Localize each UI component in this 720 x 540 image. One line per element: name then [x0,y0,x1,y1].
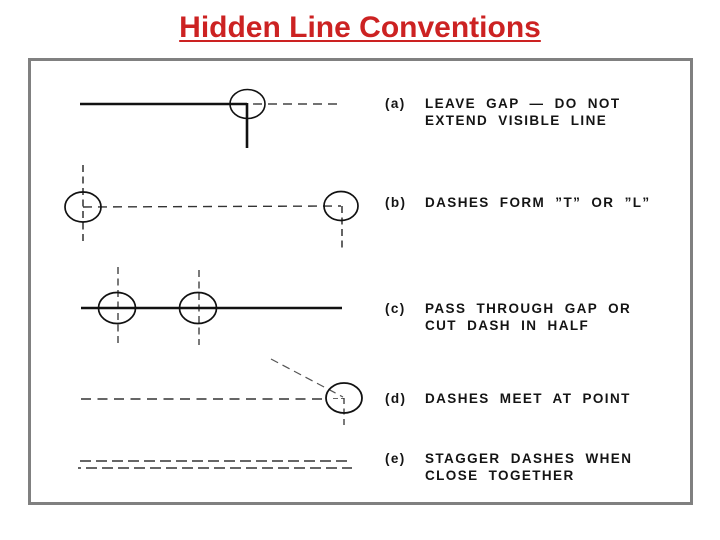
caption-c-line2: CUT DASH IN HALF [425,318,590,333]
caption-d-label: (d) [385,391,407,406]
caption-a-line1: LEAVE GAP — DO NOT [425,96,621,111]
caption-c-line1: PASS THROUGH GAP OR [425,301,632,316]
caption-a-line2: EXTEND VISIBLE LINE [425,113,608,128]
drawing-c-pass-through-gap-illustration [81,267,342,345]
hidden-line-horizontal [82,205,342,208]
drawing-b-t-and-l-joints-illustration [64,165,359,250]
caption-b: (b) DASHES FORM ”T” OR ”L” [385,194,651,211]
caption-c-text: PASS THROUGH GAP OR CUT DASH IN HALF [425,300,631,334]
caption-a-text: LEAVE GAP — DO NOT EXTEND VISIBLE LINE [425,95,620,129]
caption-b-label: (b) [385,195,407,210]
caption-e-label: (e) [385,451,406,466]
caption-b-line1: DASHES FORM ”T” OR ”L” [425,195,651,210]
caption-b-text: DASHES FORM ”T” OR ”L” [425,194,651,211]
magnifier-circle [229,88,266,120]
caption-e: (e) STAGGER DASHES WHEN CLOSE TOGETHER [385,450,632,484]
caption-d: (d) DASHES MEET AT POINT [385,390,631,407]
drawing-d-dashes-meet-at-point-illustration [81,358,363,429]
caption-d-text: DASHES MEET AT POINT [425,390,631,407]
hidden-line-diagonal [270,358,344,398]
caption-a-label: (a) [385,96,406,111]
caption-e-line2: CLOSE TOGETHER [425,468,575,483]
magnifier-circle-l [323,190,359,222]
page-title: Hidden Line Conventions [179,11,541,44]
caption-c-label: (c) [385,301,406,316]
drawing-e-staggered-dashes-illustration [78,460,352,469]
drawing-a-corner-with-gap-illustration [80,88,341,148]
caption-a: (a) LEAVE GAP — DO NOT EXTEND VISIBLE LI… [385,95,620,129]
content-frame [28,58,693,505]
magnifier-circle-1 [97,291,137,325]
magnifier-circle-2 [178,291,218,325]
magnifier-circle [325,382,363,414]
caption-c: (c) PASS THROUGH GAP OR CUT DASH IN HALF [385,300,631,334]
caption-e-text: STAGGER DASHES WHEN CLOSE TOGETHER [425,450,632,484]
caption-e-line1: STAGGER DASHES WHEN [425,451,633,466]
caption-d-line1: DASHES MEET AT POINT [425,391,631,406]
magnifier-circle-t [64,191,102,223]
